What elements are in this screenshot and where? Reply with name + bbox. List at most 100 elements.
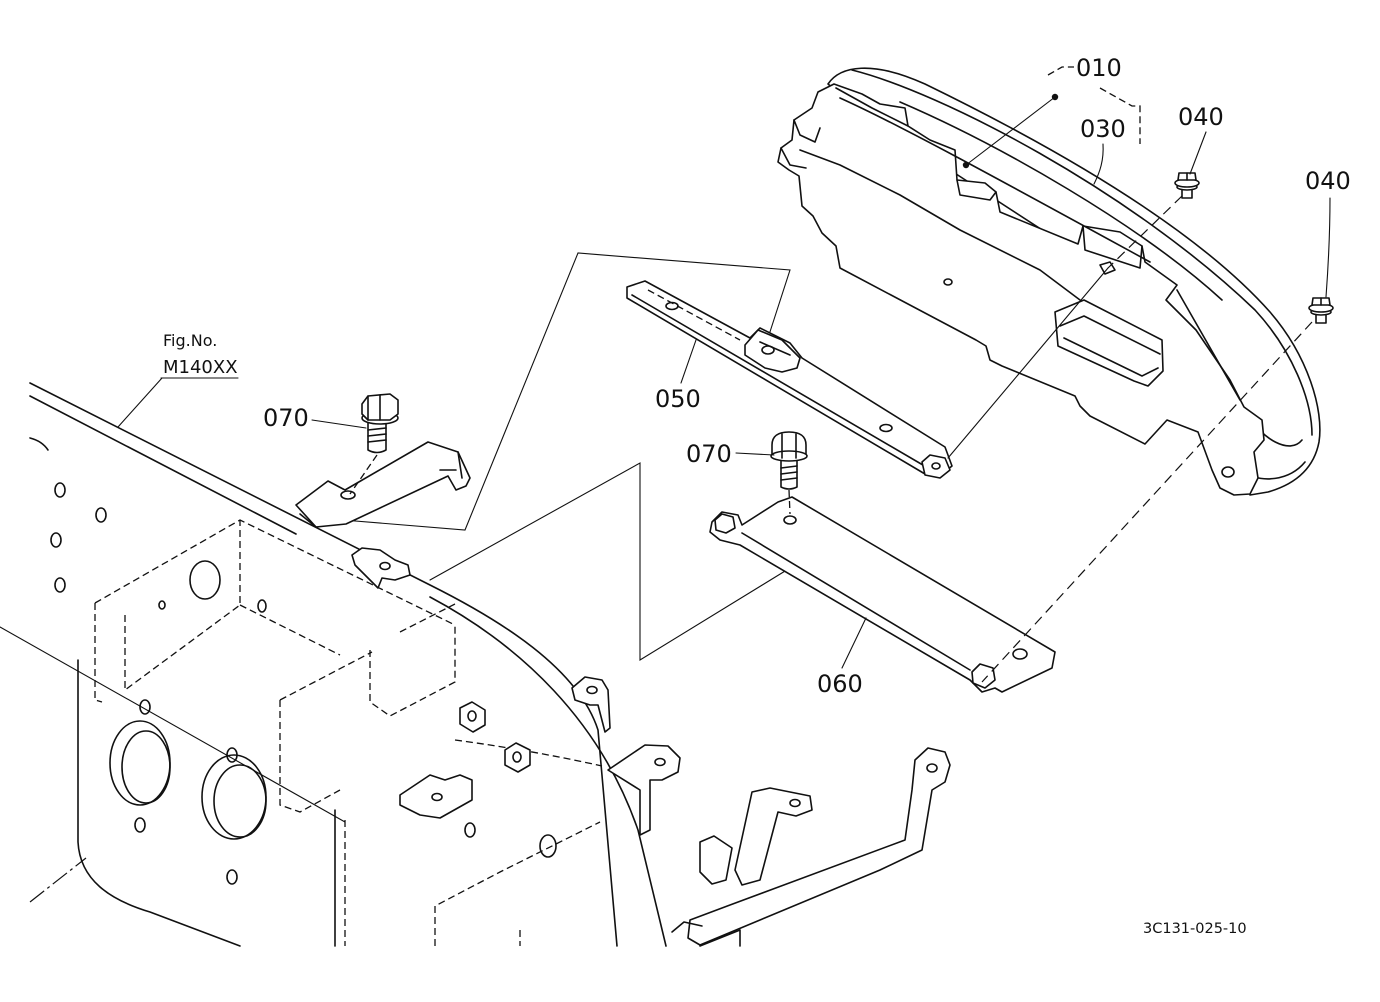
cover-rim-outer bbox=[851, 69, 1313, 436]
panel-housing bbox=[777, 83, 1265, 496]
frame-center-line bbox=[29, 857, 87, 903]
bracket-050-nut-hole bbox=[931, 462, 941, 470]
housing-top-flange bbox=[835, 87, 909, 127]
bolt-shank bbox=[367, 421, 387, 454]
panel-connector-slot bbox=[1059, 315, 1161, 377]
hidden-lower-rail bbox=[434, 821, 601, 946]
bracket-060-plate bbox=[709, 496, 1056, 693]
screw-paths bbox=[947, 195, 1313, 683]
dash-frame bbox=[0, 382, 951, 947]
frame-hole bbox=[464, 822, 476, 838]
housing-mount-tab bbox=[780, 147, 807, 169]
gauge-opening-left bbox=[109, 720, 171, 806]
bolt-070-left bbox=[349, 393, 399, 495]
mount-bracket-plate bbox=[295, 441, 471, 528]
assembly-line-060 bbox=[429, 462, 791, 661]
bracket-050-hook bbox=[744, 329, 801, 373]
callouts: 010 030 040 040 050 060 070 070 bbox=[263, 54, 1351, 698]
bracket-060-nut bbox=[971, 663, 996, 689]
leader-040-upper bbox=[1189, 131, 1207, 175]
frame-hole bbox=[139, 699, 151, 715]
gauge-opening-right bbox=[201, 754, 267, 840]
weld-nut bbox=[459, 701, 486, 733]
frame-hole-large bbox=[189, 560, 221, 600]
screw-path-040-to-060 bbox=[981, 321, 1313, 683]
bolt-head-edge bbox=[781, 433, 797, 459]
frame-clip-hole bbox=[586, 685, 598, 695]
bracket-050-edge bbox=[631, 294, 929, 469]
housing-tab bbox=[956, 179, 997, 201]
frame-hole bbox=[539, 834, 557, 858]
mount-bracket-edge bbox=[299, 451, 463, 528]
frame-hole bbox=[54, 482, 66, 498]
housing-hole bbox=[1221, 466, 1235, 478]
frame-hole bbox=[54, 577, 66, 593]
bracket-060-nut bbox=[714, 513, 736, 534]
housing-tab bbox=[1082, 225, 1143, 269]
stay-bracket-short bbox=[734, 787, 813, 886]
housing-step bbox=[799, 149, 1081, 301]
leader-010 bbox=[965, 96, 1056, 166]
bolt-axis-line bbox=[349, 454, 378, 495]
callout-050[interactable]: 050 bbox=[655, 385, 701, 413]
gauge-opening-left-inner bbox=[121, 730, 171, 804]
frame-lower-edge bbox=[0, 626, 346, 823]
bracket-060-hole bbox=[1012, 648, 1028, 660]
frame-bracket-hole bbox=[654, 757, 666, 767]
frame-left-edge bbox=[77, 659, 241, 947]
frame-plate bbox=[399, 774, 473, 819]
weld-nut-hole bbox=[512, 751, 522, 763]
stay-bracket-long bbox=[687, 747, 951, 946]
callout-040-upper[interactable]: 040 bbox=[1178, 103, 1224, 131]
callout-060[interactable]: 060 bbox=[817, 670, 863, 698]
panel-connector bbox=[1054, 299, 1164, 387]
frame-hole bbox=[158, 600, 166, 610]
leader-010-target-dot bbox=[962, 161, 970, 169]
callout-070-right[interactable]: 070 bbox=[686, 440, 732, 468]
housing-hole bbox=[943, 278, 953, 286]
bracket-050 bbox=[626, 280, 953, 479]
leader-040-lower bbox=[1325, 197, 1331, 298]
bracket-060-hole bbox=[783, 515, 797, 525]
hidden-bracket-front bbox=[279, 700, 341, 813]
leader-070-left bbox=[311, 419, 367, 429]
bracket-050-hook-edge bbox=[759, 341, 791, 356]
housing-right-edge bbox=[1176, 289, 1241, 401]
leader-060 bbox=[841, 617, 867, 669]
figure-ref-label: Fig.No. bbox=[163, 331, 217, 350]
stay-bracket-hole bbox=[789, 798, 801, 808]
frame-top-edge-inner bbox=[29, 395, 297, 535]
screw-040-lower bbox=[1308, 297, 1334, 324]
frame-hole bbox=[50, 532, 62, 548]
callout-070-left[interactable]: 070 bbox=[263, 404, 309, 432]
weld-nut bbox=[504, 742, 531, 773]
frame-hole bbox=[257, 599, 267, 613]
mount-bracket-hole bbox=[340, 490, 356, 500]
illustration-code: 3C131-025-10 bbox=[1143, 921, 1247, 937]
callout-040-lower[interactable]: 040 bbox=[1305, 167, 1351, 195]
bracket-050-hidden-line bbox=[647, 289, 741, 341]
callout-010[interactable]: 010 bbox=[1076, 54, 1122, 82]
leader-030 bbox=[1093, 143, 1104, 185]
stay-lower-lines bbox=[671, 921, 741, 947]
screw-path-040-upper bbox=[1107, 195, 1183, 269]
assembly-lines bbox=[342, 252, 791, 661]
bracket-050-hole bbox=[665, 301, 679, 311]
wire-harness bbox=[429, 596, 667, 947]
callout-030[interactable]: 030 bbox=[1080, 115, 1126, 143]
hidden-box-bottom bbox=[239, 604, 341, 656]
hidden-bracket-top bbox=[279, 651, 373, 701]
frame-hole bbox=[95, 507, 107, 523]
leader-050 bbox=[680, 339, 697, 384]
screw-040-upper bbox=[1174, 172, 1200, 199]
screw-path-040-to-050 bbox=[947, 267, 1109, 459]
hidden-box-inner bbox=[124, 520, 241, 692]
harness-clamp bbox=[699, 835, 733, 885]
hidden-harness bbox=[454, 739, 603, 767]
leader-070-right bbox=[735, 452, 775, 456]
frame-clip-hole bbox=[379, 561, 391, 571]
bolt-thread bbox=[780, 465, 798, 481]
bracket-050-nut bbox=[921, 454, 951, 479]
bracket-060-edge bbox=[741, 532, 971, 671]
bracket-060 bbox=[709, 496, 1056, 693]
